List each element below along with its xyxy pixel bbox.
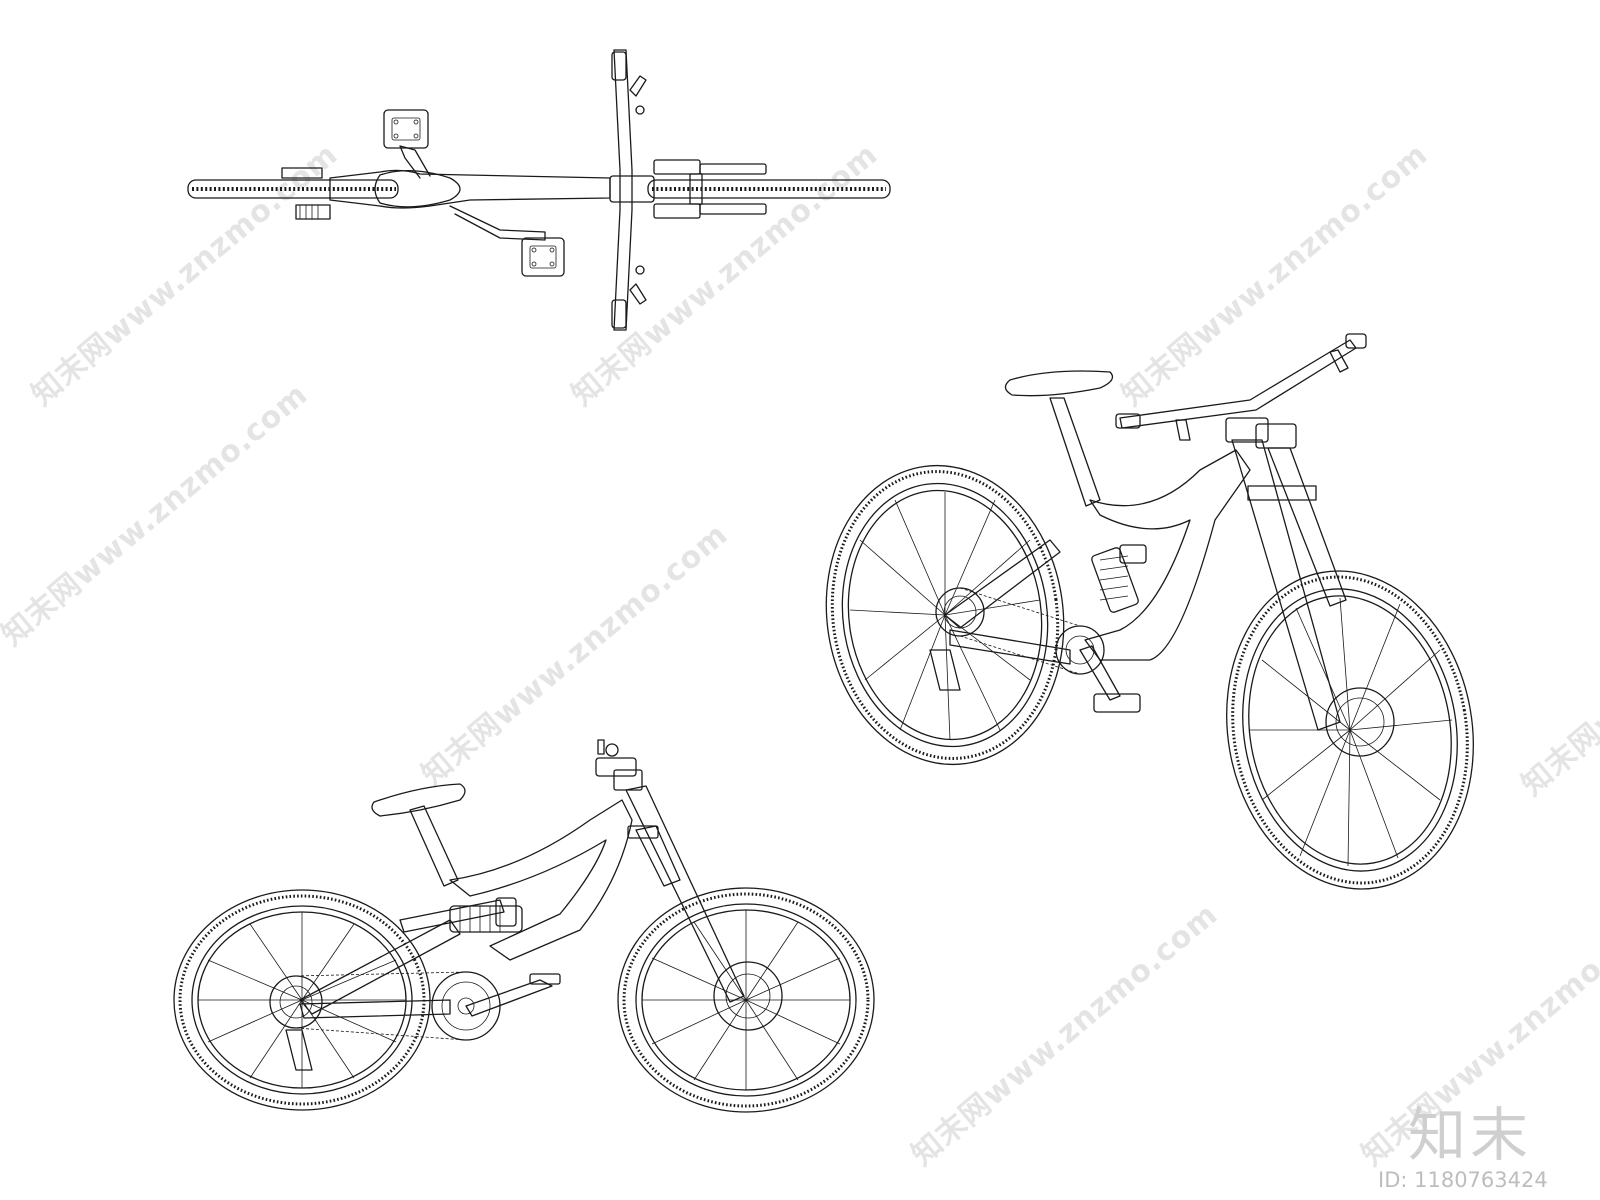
iso-handlebar — [1115, 333, 1367, 441]
top-view — [187, 49, 891, 331]
watermark-id: ID: 1180763424 — [1378, 1168, 1548, 1192]
iso-rear-wheel — [825, 464, 1065, 766]
side-fork — [613, 769, 745, 1003]
iso-rear-shock — [1091, 544, 1147, 613]
iso-drivetrain — [929, 587, 1141, 713]
top-grips — [611, 51, 627, 329]
iso-fork — [1225, 417, 1347, 731]
iso-swingarm — [944, 539, 1071, 665]
top-saddle — [374, 170, 461, 208]
side-cockpit — [595, 739, 637, 777]
side-drivetrain — [285, 971, 561, 1071]
iso-front-wheel — [1226, 570, 1474, 890]
iso-front-disc — [1325, 687, 1395, 757]
top-cassette — [281, 167, 331, 220]
side-view — [173, 739, 875, 1113]
top-fork — [653, 159, 767, 219]
side-frame — [449, 799, 633, 961]
top-brake-levers — [629, 75, 647, 305]
watermark-logo: 知末 — [1408, 1101, 1533, 1169]
iso-frame — [1084, 449, 1251, 661]
iso-seatpost — [1049, 397, 1101, 507]
three-quarter-view — [825, 333, 1474, 890]
side-swingarm — [299, 919, 461, 1019]
top-crank-lower — [449, 205, 546, 241]
iso-saddle — [1004, 370, 1114, 397]
top-front-tire — [647, 179, 891, 199]
top-frame — [329, 169, 611, 209]
side-saddle — [371, 783, 466, 817]
side-rear-shock — [449, 897, 523, 933]
side-seatpost — [409, 805, 459, 887]
top-rear-tire — [187, 179, 399, 199]
side-rear-wheel — [173, 889, 431, 1111]
top-crank-upper — [399, 145, 431, 179]
top-pedal-lower — [521, 237, 565, 277]
top-handlebar — [613, 49, 633, 331]
top-pedal-upper — [383, 109, 429, 149]
side-front-wheel — [617, 887, 875, 1113]
